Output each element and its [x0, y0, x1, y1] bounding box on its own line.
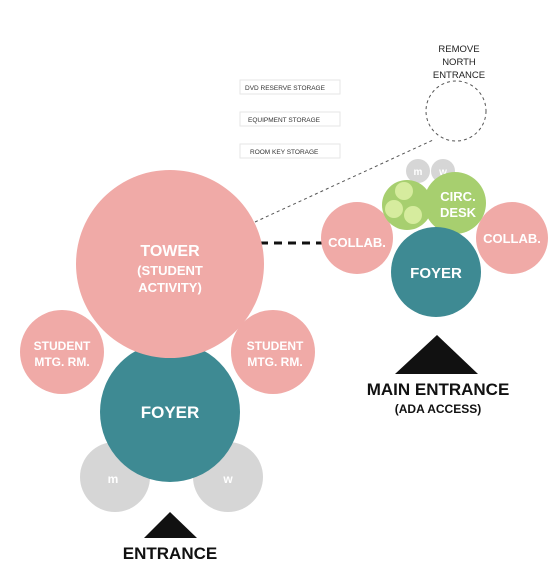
storage-box-dvd	[239, 79, 341, 95]
small-restroom-m-label: m	[414, 167, 423, 178]
ada-access-label: (ADA ACCESS)	[395, 402, 481, 416]
storage-label-roomkey: ROOM KEY STORAGE	[250, 149, 319, 156]
small-restroom-m-bubble	[406, 159, 430, 183]
circ-desk-label-1: CIRC.	[440, 189, 475, 204]
tower-label-2: (STUDENT	[137, 263, 203, 278]
tower-to-storage-line	[254, 139, 434, 223]
tower-bubble	[76, 170, 264, 358]
storage-unit-3	[404, 206, 422, 224]
restroom-w-label: w	[222, 472, 233, 486]
remove-north-entrance-label-2: NORTH	[442, 57, 476, 68]
circ-desk-label-2: DESK	[440, 205, 477, 220]
main-entrance-label: MAIN ENTRANCE	[367, 380, 510, 399]
student-mtg-right-label-2: MTG. RM.	[247, 355, 302, 369]
collab-left-label: COLLAB.	[328, 235, 386, 250]
foyer-left-label: FOYER	[141, 403, 200, 422]
collab-left-bubble	[321, 202, 393, 274]
restroom-m-label: m	[108, 472, 119, 486]
small-restroom-w-label: w	[438, 167, 447, 178]
student-mtg-right-label-1: STUDENT	[247, 339, 304, 353]
entrance-label: ENTRANCE	[123, 544, 217, 563]
storage-box-roomkey	[239, 143, 341, 159]
remove-north-entrance-circle	[425, 80, 487, 142]
storage-box-equipment	[239, 111, 341, 127]
collab-right-bubble	[476, 202, 548, 274]
main-entrance-arrow	[395, 335, 478, 374]
foyer-left-bubble	[100, 342, 240, 482]
collab-right-label: COLLAB.	[483, 231, 541, 246]
tower-label-1: TOWER	[140, 243, 200, 260]
student-mtg-left-label-2: MTG. RM.	[34, 355, 89, 369]
student-mtg-right-bubble	[231, 310, 315, 394]
storage-unit-2	[385, 200, 403, 218]
foyer-right-label: FOYER	[410, 265, 462, 282]
circ-desk-bubble	[424, 172, 486, 234]
storage-unit-1	[395, 182, 413, 200]
tower-label-3: ACTIVITY)	[138, 280, 202, 295]
student-mtg-left-label-1: STUDENT	[34, 339, 91, 353]
remove-north-entrance-label-3: ENTRANCE	[433, 70, 485, 81]
storage-label-dvd: DVD RESERVE STORAGE	[245, 85, 326, 92]
student-mtg-left-bubble	[20, 310, 104, 394]
remove-north-entrance-label-1: REMOVE	[438, 44, 479, 55]
foyer-right-bubble	[391, 227, 481, 317]
storage-label-equipment: EQUIPMENT STORAGE	[248, 117, 321, 124]
entrance-arrow	[144, 512, 197, 538]
